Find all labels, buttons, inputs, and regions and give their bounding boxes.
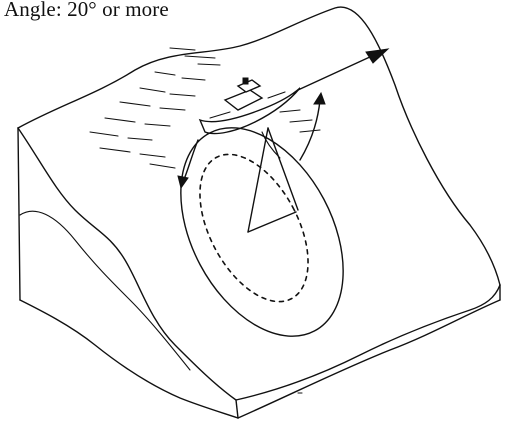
inner-search-area (178, 137, 331, 320)
block-right-bottom (238, 300, 500, 418)
sea-surface-outline (18, 7, 500, 285)
outer-search-area (148, 100, 377, 364)
heading-arrow (298, 49, 388, 90)
block-left-bottom (20, 300, 238, 418)
surface-front-crease (18, 128, 500, 400)
block-front-edge (236, 400, 238, 418)
block-left-edge (18, 128, 20, 300)
boat-icon (200, 78, 300, 134)
seabed-block (18, 7, 500, 418)
